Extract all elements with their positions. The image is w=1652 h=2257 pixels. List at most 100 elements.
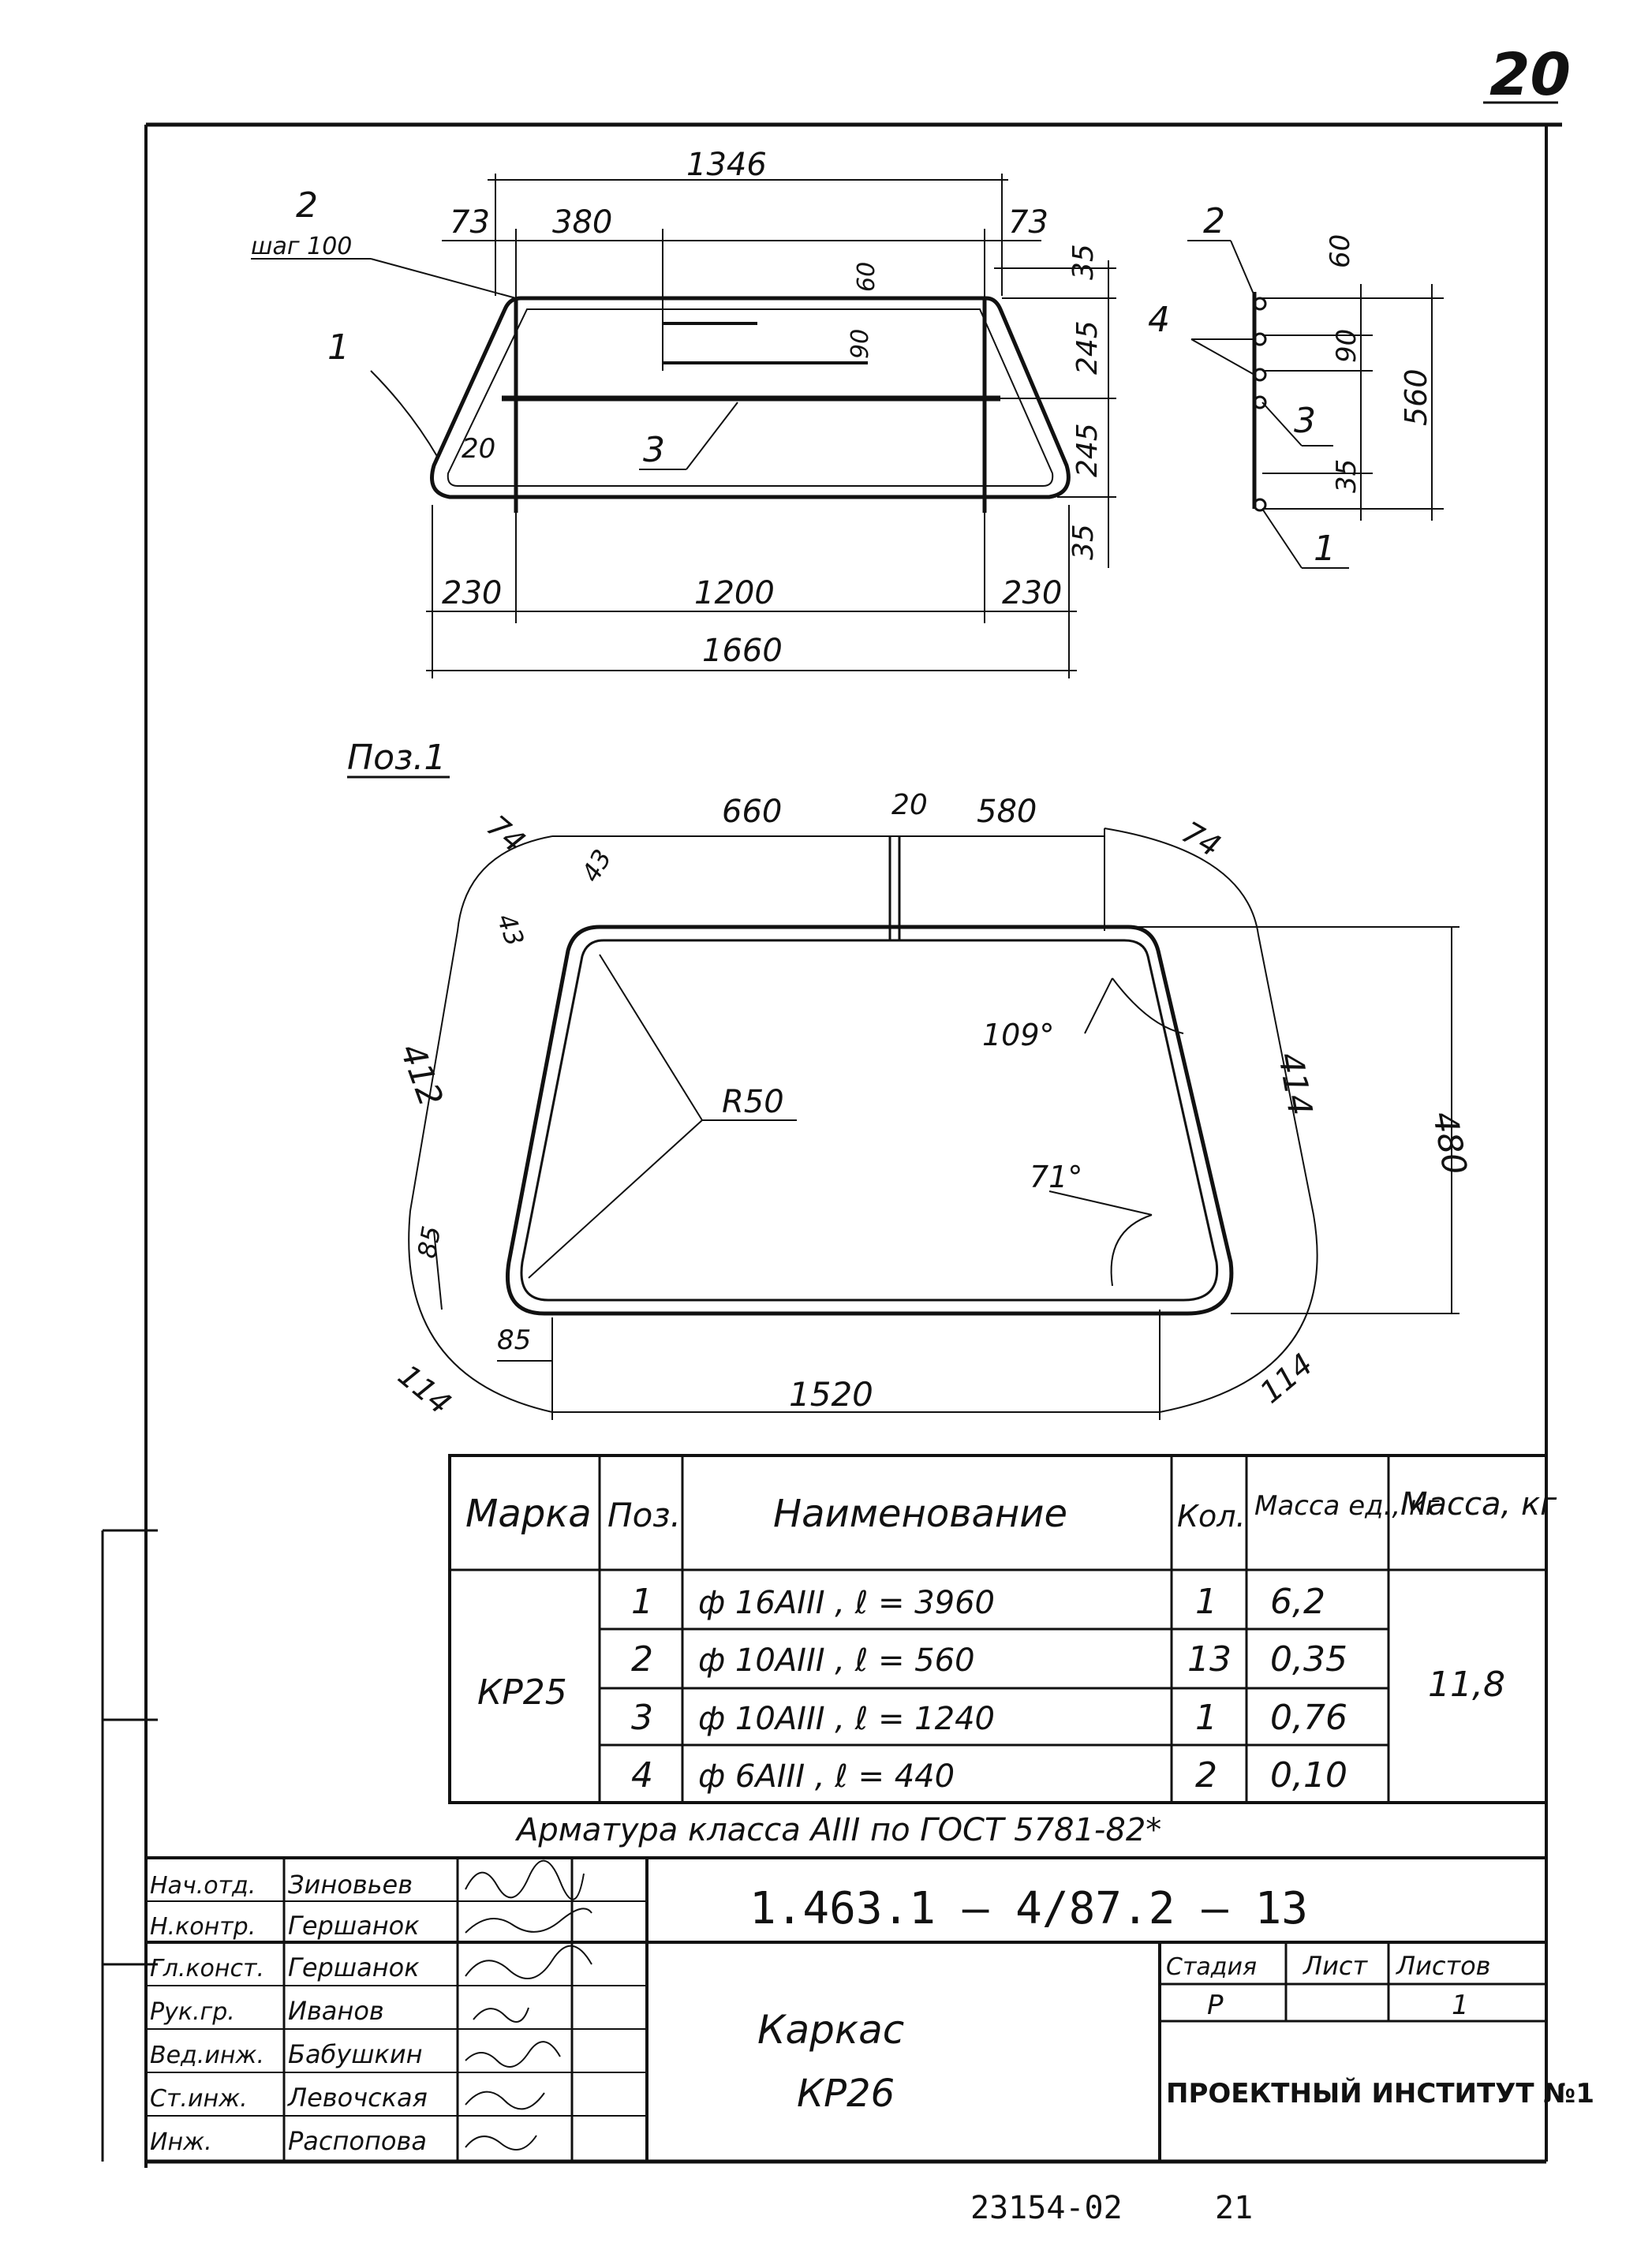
row4-qty: 2 xyxy=(1195,1755,1217,1796)
side-callout-1: 1 xyxy=(1314,529,1336,569)
side-callout-4: 4 xyxy=(1148,300,1170,340)
side-dim-60: 60 xyxy=(1325,234,1356,268)
pos1-bar-outer xyxy=(506,925,1234,1316)
pos1-dim-left-side: 412 xyxy=(393,1039,450,1112)
name-6: Левочская xyxy=(287,2083,428,2113)
dim-right-35-top: 35 xyxy=(1067,244,1100,280)
row2-name: ф 10АIII , ℓ = 560 xyxy=(698,1642,975,1679)
organization: ПРОЕКТНЫЙ ИНСТИТУТ №1 xyxy=(1166,2077,1594,2109)
table-mark: КР25 xyxy=(477,1672,567,1713)
dim-overall: 1660 xyxy=(702,633,783,669)
dim-right-245-b: 245 xyxy=(1071,423,1104,477)
row1-name: ф 16АIII , ℓ = 3960 xyxy=(698,1585,995,1621)
page-number: 21 xyxy=(1215,2190,1253,2226)
title-block: Нач.отд. Зиновьев Н.контр. Гершанок Гл.к… xyxy=(146,1856,1594,2162)
dim-bottom-right: 230 xyxy=(1002,575,1062,611)
name-5: Бабушкин xyxy=(288,2039,423,2069)
doc-code: 1.463.1 – 4/87.2 – 13 xyxy=(749,1883,1308,1934)
callout-pos1: 1 xyxy=(327,327,349,368)
pos1-dim-corner-tl: 74 xyxy=(480,809,532,860)
table-header-pos: Поз. xyxy=(607,1496,681,1534)
callout-pos2-step: шаг 100 xyxy=(251,233,352,260)
dim-right-35-bottom: 35 xyxy=(1067,524,1100,560)
row3-unit-mass: 0,76 xyxy=(1270,1698,1347,1738)
pos1-view: Поз.1 660 20 xyxy=(347,738,1474,1422)
sheets-value: 1 xyxy=(1452,1990,1469,2021)
side-callout-2: 2 xyxy=(1203,201,1225,241)
item-code: КР26 xyxy=(797,2072,895,2116)
side-dim-560: 560 xyxy=(1399,368,1433,426)
role-4: Рук.гр. xyxy=(150,1998,235,2026)
stage-value: Р xyxy=(1207,1990,1224,2021)
table-header-total-mass: Масса, кг xyxy=(1400,1486,1557,1523)
pos1-dim-height: 480 xyxy=(1426,1108,1474,1177)
sheet-frame xyxy=(101,122,1562,2168)
table-header-mark: Марка xyxy=(465,1492,592,1536)
dim-bottom-left: 230 xyxy=(442,575,502,611)
table-header-name: Наименование xyxy=(773,1492,1067,1536)
pos1-angle-top: 109° xyxy=(982,1018,1055,1052)
dim-bend-20: 20 xyxy=(462,433,495,465)
item-title: Каркас xyxy=(757,2007,904,2053)
sheet-label: Лист xyxy=(1303,1951,1368,1981)
pos1-dim-85-a: 85 xyxy=(412,1224,447,1261)
row2-qty: 13 xyxy=(1187,1639,1232,1680)
dim-gap-60: 60 xyxy=(853,262,880,292)
pos1-title: Поз.1 xyxy=(347,738,446,778)
pos1-dim-43-b: 43 xyxy=(491,910,530,950)
row3-pos: 3 xyxy=(631,1698,653,1738)
sheets-label: Листов xyxy=(1396,1951,1491,1981)
callout-pos2: 2 xyxy=(296,185,318,226)
row1-qty: 1 xyxy=(1195,1582,1217,1622)
pos1-dim-corner-br: 114 xyxy=(1254,1347,1320,1410)
table-header-unit-mass: Масса ед., кг xyxy=(1254,1490,1441,1522)
pos1-angle-bottom: 71° xyxy=(1030,1160,1082,1194)
side-dim-35: 35 xyxy=(1331,459,1362,493)
dim-right-245-a: 245 xyxy=(1071,320,1104,375)
archive-number: 23154-02 xyxy=(970,2190,1123,2226)
table-header-qty: Кол. xyxy=(1177,1499,1246,1534)
row1-unit-mass: 6,2 xyxy=(1270,1582,1325,1622)
row4-unit-mass: 0,10 xyxy=(1270,1755,1347,1796)
row2-unit-mass: 0,35 xyxy=(1270,1639,1347,1680)
stage-label: Стадия xyxy=(1166,1953,1257,1981)
name-4: Иванов xyxy=(288,1996,384,2026)
row4-pos: 4 xyxy=(631,1755,653,1796)
pos1-radius: R50 xyxy=(722,1084,784,1120)
side-callout-3: 3 xyxy=(1294,401,1316,441)
signatures xyxy=(465,1859,592,2151)
callout-pos3: 3 xyxy=(643,430,665,470)
row3-name: ф 10АIII , ℓ = 1240 xyxy=(698,1701,995,1737)
row2-pos: 2 xyxy=(631,1639,653,1680)
role-6: Ст.инж. xyxy=(150,2085,248,2113)
pos1-dim-top-left: 660 xyxy=(722,794,782,830)
row4-name: ф 6АIII , ℓ = 440 xyxy=(698,1758,955,1795)
name-2: Гершанок xyxy=(288,1911,420,1941)
pos1-dim-bottom: 1520 xyxy=(789,1375,873,1414)
role-1: Нач.отд. xyxy=(150,1872,256,1900)
dim-bottom-mid: 1200 xyxy=(694,575,775,611)
pos1-dim-85-b: 85 xyxy=(497,1325,531,1356)
role-7: Инж. xyxy=(150,2128,212,2156)
name-3: Гершанок xyxy=(288,1952,420,1982)
dim-half-span: 380 xyxy=(552,204,612,241)
pos1-dim-43-a: 43 xyxy=(576,844,618,887)
role-5: Вед.инж. xyxy=(150,2042,264,2069)
table-note: Арматура класса АIII по ГОСТ 5781-82* xyxy=(514,1812,1161,1848)
bar-pos1-outline xyxy=(430,296,1071,499)
pos1-dim-corner-tr: 74 xyxy=(1176,815,1227,864)
side-dim-90: 90 xyxy=(1331,329,1362,363)
row3-qty: 1 xyxy=(1195,1698,1217,1738)
dim-left-offset: 73 xyxy=(450,204,490,241)
name-7: Распопова xyxy=(288,2126,427,2156)
role-2: Н.контр. xyxy=(150,1913,256,1941)
table-total-mass: 11,8 xyxy=(1428,1665,1505,1705)
dim-total-top: 1346 xyxy=(686,147,767,183)
pos1-dim-right-side: 414 xyxy=(1271,1049,1320,1118)
row1-pos: 1 xyxy=(631,1582,653,1622)
name-1: Зиновьев xyxy=(288,1870,413,1900)
top-view: 1346 73 73 380 60 90 20 35 245 245 35 23… xyxy=(251,147,1116,678)
pos1-dim-top-gap: 20 xyxy=(891,789,928,821)
role-3: Гл.конст. xyxy=(150,1955,264,1982)
